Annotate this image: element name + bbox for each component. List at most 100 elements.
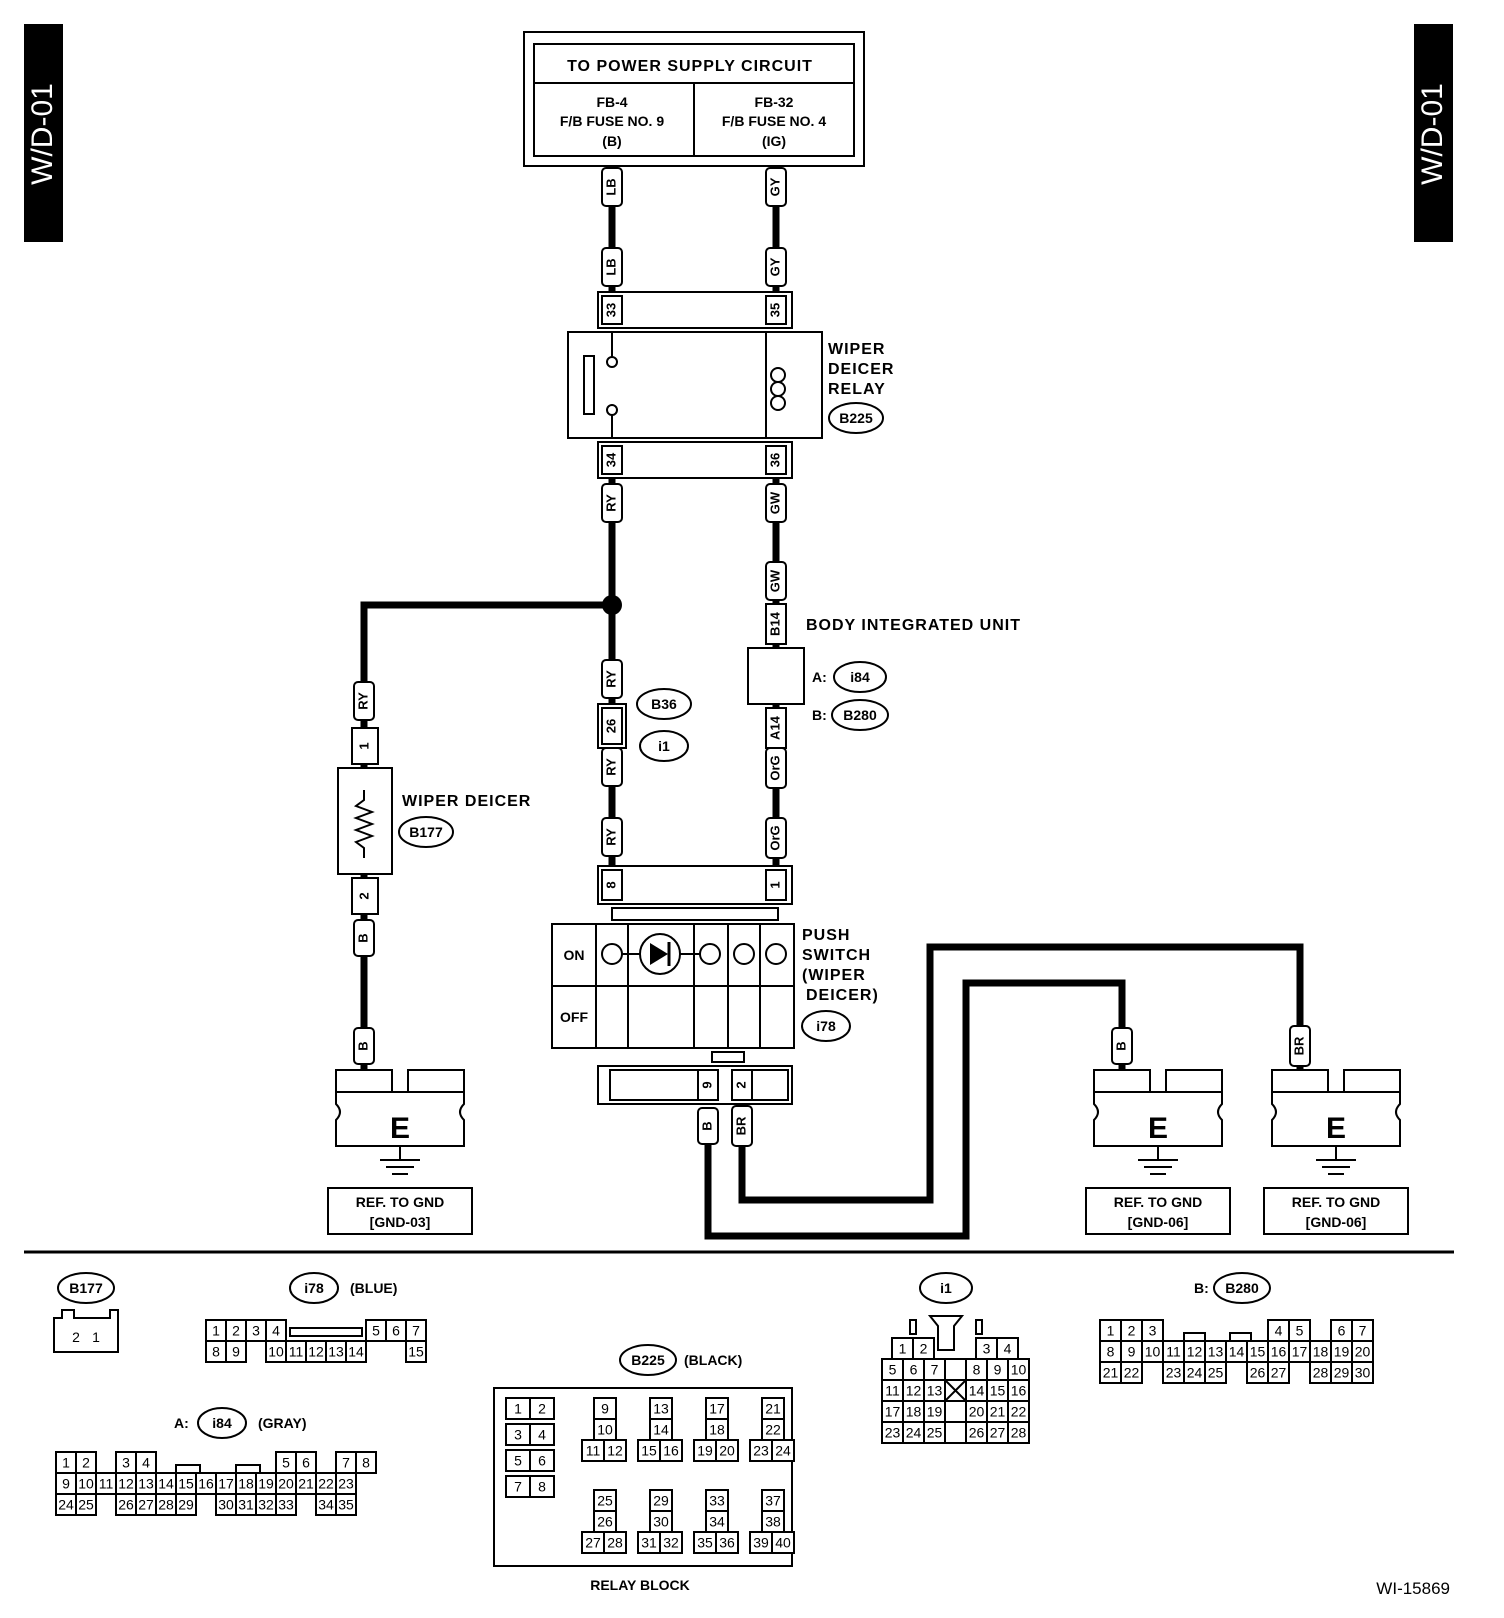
b225-pin-23: 23	[753, 1443, 769, 1459]
i1-gap-cell	[944, 1358, 967, 1381]
i78-pin-4: 4	[272, 1323, 280, 1339]
b225-pin-33: 33	[709, 1493, 725, 1509]
i78-pin-2: 2	[232, 1323, 240, 1339]
i78-color: (BLUE)	[350, 1280, 397, 1296]
b280-pin-25: 25	[1208, 1365, 1224, 1381]
i1-pin-12: 12	[906, 1383, 922, 1399]
i78-pin-9-cell	[225, 1340, 247, 1363]
wire-tag-ry-1: RY	[601, 483, 623, 523]
i1-pin-28: 28	[1011, 1425, 1027, 1441]
wiper-deicer: 1 2 WIPER DEICER B177	[337, 727, 531, 915]
right-fuse-line2: F/B FUSE NO. 4	[722, 113, 826, 129]
i78-pin-14-cell	[345, 1340, 367, 1363]
relay-label-line1: WIPER	[828, 341, 885, 358]
power-supply-title: TO POWER SUPPLY CIRCUIT	[567, 58, 813, 75]
wire-tag-ry-3: RY	[601, 747, 623, 787]
b280-pin-22: 22	[1124, 1365, 1140, 1381]
i84-pin-2: 2	[82, 1455, 90, 1471]
b225-pin-14: 14	[653, 1422, 669, 1438]
deicer-label: WIPER DEICER	[402, 793, 531, 810]
switch-label-line1: PUSH	[802, 927, 850, 944]
deicer-pin-1: 1	[356, 742, 371, 749]
junction-connector-b36: B36	[651, 696, 677, 712]
b225-pin-15: 15	[641, 1443, 657, 1459]
wire-tag-ry-4: RY	[601, 817, 623, 857]
b225-pin-31: 31	[641, 1535, 657, 1551]
ground-gnd-06-a: E REF. TO GND [GND-06]	[1085, 1069, 1231, 1235]
svg-text:GY: GY	[767, 257, 782, 276]
b280-pin-27: 27	[1271, 1365, 1287, 1381]
svg-text:LB: LB	[603, 178, 618, 195]
i84-pin-14: 14	[158, 1476, 174, 1492]
i1-pin-24: 24	[906, 1425, 922, 1441]
b280-pin-9: 9	[1128, 1344, 1136, 1360]
i84-pin-28: 28	[158, 1497, 174, 1513]
i84-pin-33: 33	[278, 1497, 294, 1513]
ground-1-id: [GND-03]	[370, 1214, 431, 1230]
switch-on-label: ON	[564, 947, 585, 963]
b280-pin-8: 8	[1107, 1344, 1115, 1360]
power-supply-box: TO POWER SUPPLY CIRCUIT FB-4 F/B FUSE NO…	[523, 31, 865, 167]
wire-tag-br-1: BR	[731, 1105, 753, 1147]
i1-pin-8: 8	[973, 1362, 981, 1378]
junction-connector: 26 B36 i1	[597, 688, 692, 762]
b225-pin-10: 10	[597, 1422, 613, 1438]
b225-pin-24-cell	[771, 1439, 795, 1462]
b225-pin-2-cell	[529, 1397, 555, 1420]
i1-pin-13: 13	[927, 1383, 943, 1399]
i1-pin-20: 20	[969, 1404, 985, 1420]
b225-pin-40-cell	[771, 1531, 795, 1554]
b280-pin-30-cell	[1351, 1361, 1374, 1384]
i84-pin-30: 30	[218, 1497, 234, 1513]
b280-pin-17: 17	[1292, 1344, 1308, 1360]
svg-text:RY: RY	[603, 670, 618, 688]
b280-title: B280	[1225, 1280, 1259, 1296]
b225-pin-2: 2	[538, 1401, 546, 1417]
i84-pin-4: 4	[142, 1455, 150, 1471]
right-fuse-line3: (IG)	[762, 133, 786, 149]
ground-3-ref: REF. TO GND	[1292, 1194, 1380, 1210]
b225-pin-16-cell	[659, 1439, 683, 1462]
b225-pin-36-cell	[715, 1531, 739, 1554]
svg-text:GY: GY	[767, 177, 782, 196]
i84-pin-11: 11	[99, 1476, 114, 1492]
i1-pin-17: 17	[885, 1404, 901, 1420]
i1-pin-26: 26	[969, 1425, 985, 1441]
svg-text:B: B	[355, 1041, 370, 1050]
b225-pin-40: 40	[775, 1535, 791, 1551]
i84-pin-21: 21	[298, 1476, 314, 1492]
i84-pin-15: 15	[178, 1476, 194, 1492]
i84-pin-22: 22	[318, 1476, 334, 1492]
b280-pin-4: 4	[1275, 1323, 1283, 1339]
b225-pin-34: 34	[709, 1514, 725, 1530]
biu-pin-a14: A14	[767, 715, 782, 740]
wire-tag-br-2: BR	[1289, 1025, 1311, 1067]
b280-pin-3: 3	[1149, 1323, 1157, 1339]
b225-pin-22: 22	[765, 1422, 781, 1438]
biu-pin-b14: B14	[767, 611, 782, 636]
i78-pin-14: 14	[348, 1344, 364, 1360]
i78-pin-11: 11	[289, 1344, 304, 1360]
svg-text:GW: GW	[767, 569, 782, 592]
b280-pin-22-cell	[1120, 1361, 1143, 1384]
b225-pin-19: 19	[697, 1443, 713, 1459]
i84-pin-19: 19	[258, 1476, 274, 1492]
i84-pin-27: 27	[138, 1497, 154, 1513]
i84-title: i84	[212, 1415, 232, 1431]
wire-tag-ry-2: RY	[601, 659, 623, 699]
b225-pin-3: 3	[514, 1427, 522, 1443]
b280-pin-12: 12	[1187, 1344, 1203, 1360]
i84-color: (GRAY)	[258, 1415, 307, 1431]
svg-text:B: B	[1113, 1041, 1128, 1050]
b225-pin-36: 36	[719, 1535, 735, 1551]
i1-pin-7: 7	[931, 1362, 939, 1378]
switch-label-line4: DEICER)	[806, 987, 879, 1004]
b280-pin-30: 30	[1355, 1365, 1371, 1381]
i84-pin-26: 26	[118, 1497, 134, 1513]
i78-pin-3: 3	[252, 1323, 260, 1339]
biu-b-prefix: B:	[812, 707, 827, 723]
switch-pin-8: 8	[603, 881, 618, 888]
i78-pin-7: 7	[412, 1323, 420, 1339]
